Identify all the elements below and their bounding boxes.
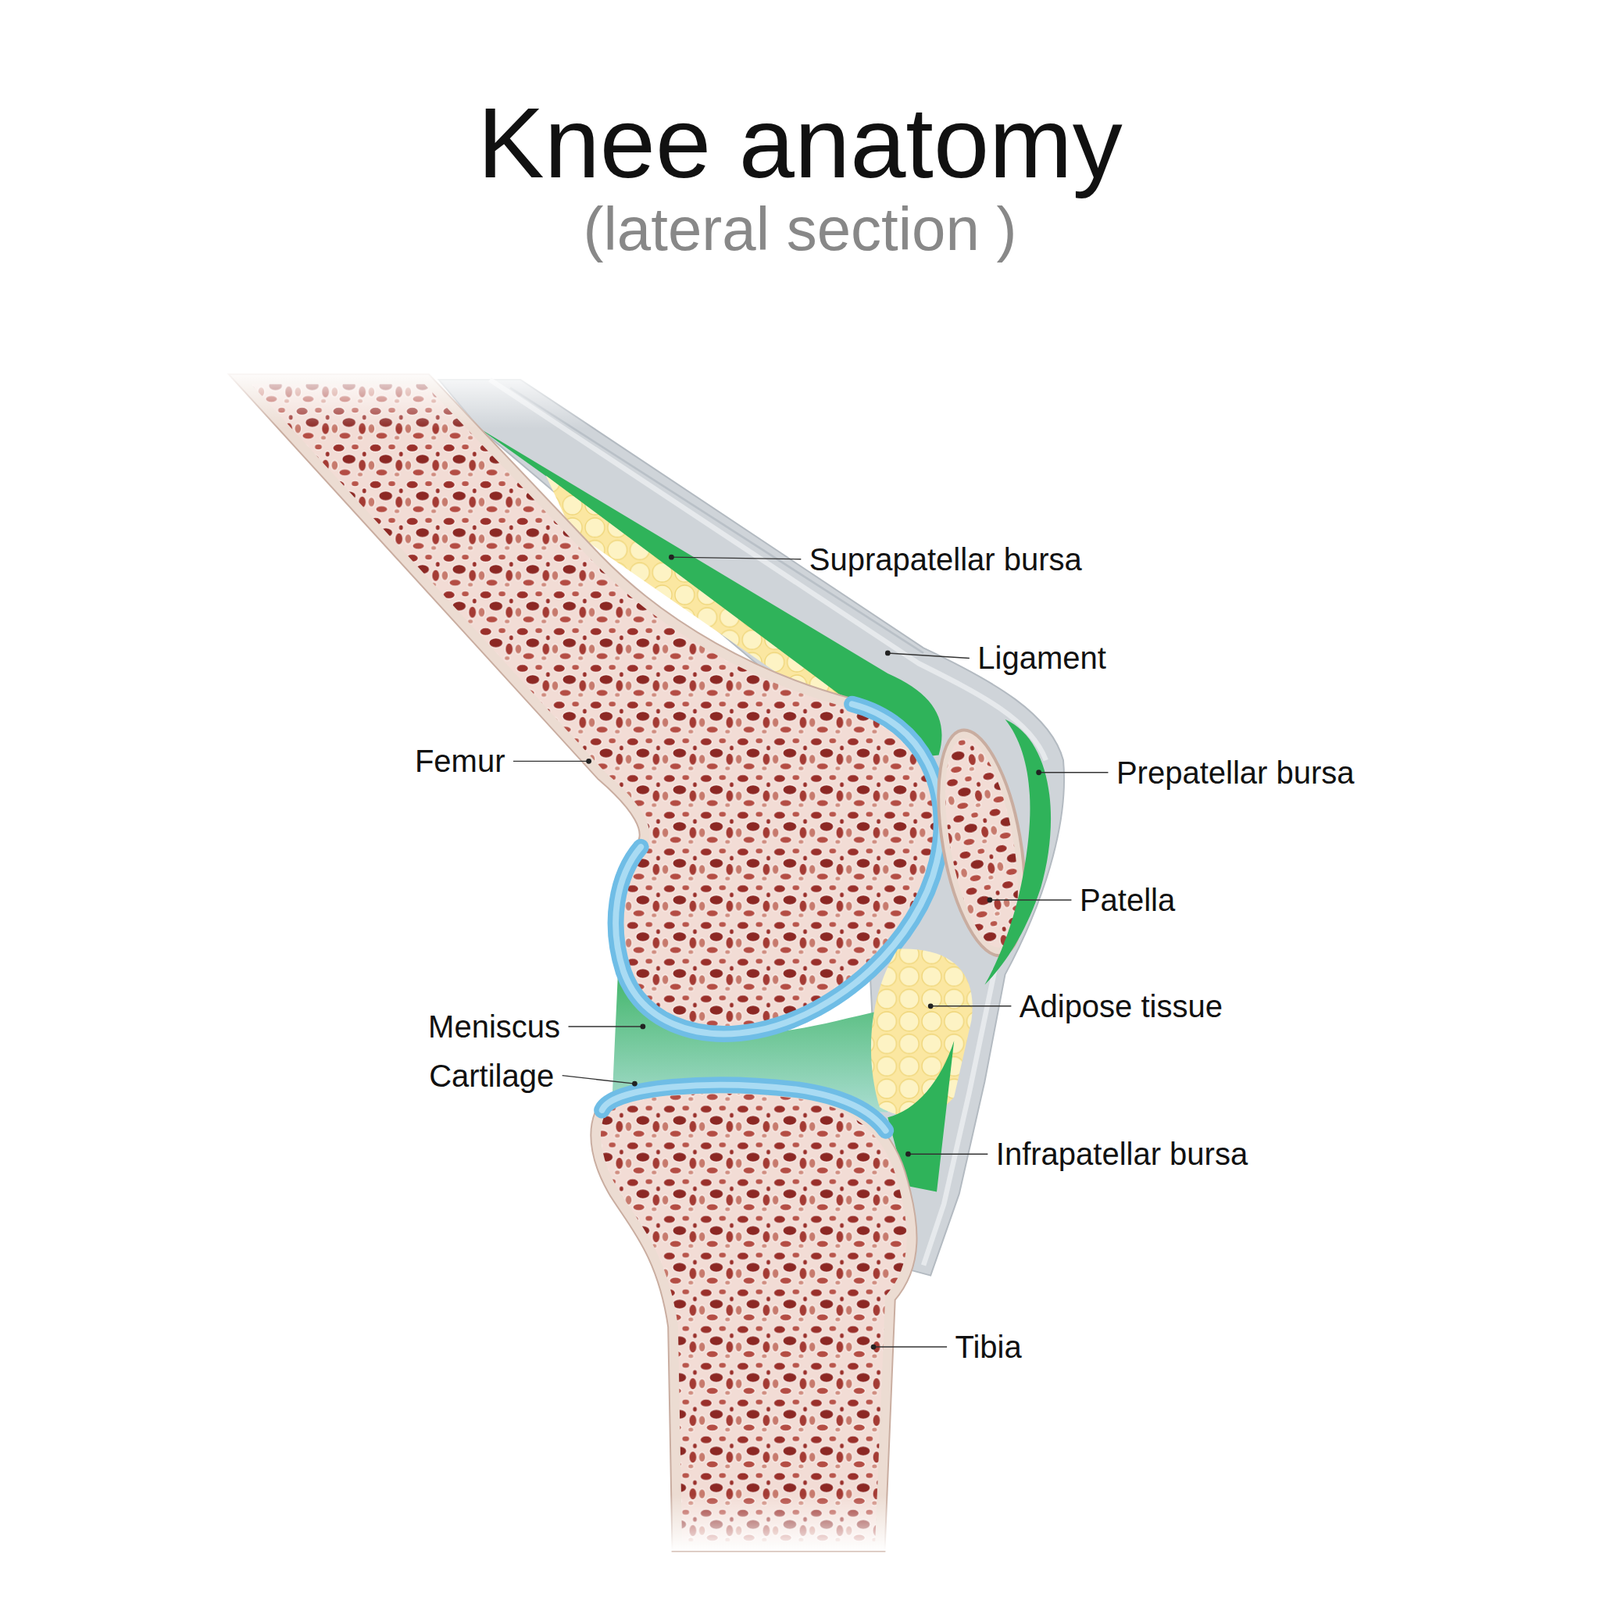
part-label: Infrapatellar bursa	[996, 1135, 1248, 1173]
part-label: Adipose tissue	[1019, 987, 1223, 1025]
part-label: Suprapatellar bursa	[809, 540, 1083, 579]
leader-dot	[928, 1003, 934, 1009]
leader-dot	[871, 1344, 877, 1350]
leader-line	[568, 1025, 643, 1027]
part-label: Meniscus	[428, 1007, 561, 1046]
leader-line	[887, 653, 969, 659]
leader-line	[513, 760, 590, 762]
leader-dot	[585, 758, 592, 765]
subtitle: (lateral section )	[583, 192, 1018, 267]
tibial-cartilage	[602, 1085, 886, 1131]
femur-bone	[240, 379, 942, 1035]
adipose-tissue	[871, 949, 973, 1118]
leader-dot	[905, 1151, 911, 1158]
tibia-cortex	[596, 1089, 911, 1547]
leader-dot	[632, 1081, 638, 1087]
leader-dot	[885, 650, 891, 657]
tibial-cartilage	[602, 1085, 886, 1131]
leader-line	[671, 557, 801, 560]
leader-dot	[668, 554, 675, 561]
part-label: Patella	[1079, 881, 1175, 919]
leader-dot	[1035, 769, 1042, 775]
leader-dot	[987, 897, 993, 904]
leader-line	[989, 899, 1072, 900]
leader-line	[1039, 771, 1109, 773]
part-label: Tibia	[955, 1328, 1022, 1366]
leader-dot	[639, 1024, 646, 1030]
leader-line	[907, 1153, 988, 1155]
part-label: Cartilage	[428, 1057, 554, 1095]
leader-line	[930, 1005, 1011, 1007]
fade	[203, 367, 592, 429]
fade	[632, 1494, 929, 1551]
prepatellar-bursa	[984, 719, 1051, 986]
title: Knee anatomy	[477, 82, 1122, 204]
femur-cortex	[240, 379, 942, 1035]
part-label: Femur	[414, 742, 506, 780]
leader-line	[562, 1075, 636, 1084]
part-label: Ligament	[977, 639, 1107, 677]
part-label: Prepatellar bursa	[1116, 753, 1355, 792]
leader-line	[873, 1346, 947, 1347]
tibia-bone	[596, 1089, 911, 1547]
